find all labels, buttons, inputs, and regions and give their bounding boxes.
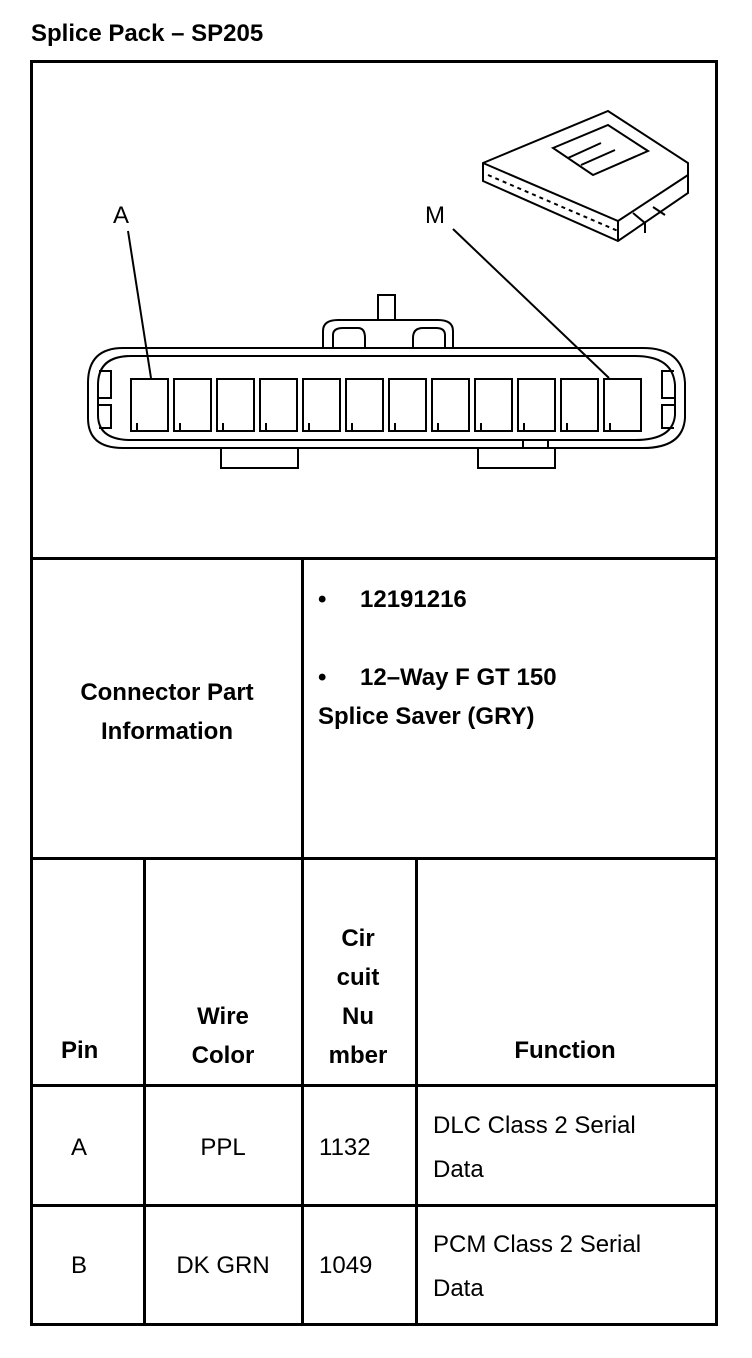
header-wire-color: Wire Color [191, 1003, 255, 1069]
connector-cavity [517, 378, 556, 432]
pin-a-leader [127, 230, 152, 379]
connector-cavity [431, 378, 470, 432]
connector-description: •12–Way F GT 150 [318, 658, 557, 697]
divider [143, 857, 146, 1326]
connector-cavity [388, 378, 427, 432]
connector-table: A M Connector Part Information •12191216… [30, 60, 718, 1326]
pin-m-label: M [425, 202, 445, 229]
part-info-values: •12191216 •12–Way F GT 150 Splice Saver … [318, 580, 557, 736]
header-function: Function [514, 1037, 616, 1064]
connector-cavity [302, 378, 341, 432]
connector-diagram: A M [87, 109, 689, 469]
pin-a-label: A [113, 202, 129, 229]
divider [33, 1084, 715, 1087]
table-row-pin: A [71, 1134, 88, 1161]
divider [33, 1204, 715, 1207]
bullet-icon: • [318, 664, 327, 691]
table-row-circuit: 1049 [319, 1252, 373, 1279]
divider [301, 557, 304, 857]
divider [33, 857, 715, 860]
header-circuit-number: Cir cuit Nu mber [328, 925, 388, 1069]
table-row-color: DK GRN [176, 1252, 270, 1279]
bullet-icon: • [318, 586, 327, 613]
connector-face [87, 294, 686, 469]
table-row-color: PPL [200, 1134, 246, 1161]
connector-cavity [345, 378, 384, 432]
divider [301, 857, 304, 1326]
table-row-circuit: 1132 [319, 1134, 371, 1161]
connector-cavity [216, 378, 255, 432]
connector-cavity [259, 378, 298, 432]
table-row-function: DLC Class 2 Serial Data [433, 1112, 636, 1183]
pin-m-leader [452, 228, 610, 379]
connector-cavity [603, 378, 642, 432]
table-row-pin: B [71, 1252, 88, 1279]
page-title: Splice Pack – SP205 [31, 20, 264, 47]
connector-cavity [130, 378, 169, 432]
table-row-function: PCM Class 2 Serial Data [433, 1231, 642, 1302]
part-number: •12191216 [318, 580, 557, 619]
connector-cavity [173, 378, 212, 432]
connector-cavities [130, 378, 642, 432]
connector-cavity [560, 378, 599, 432]
divider [33, 557, 715, 560]
header-pin: Pin [61, 1037, 99, 1064]
connector-isometric-icon [482, 109, 689, 243]
divider [415, 857, 418, 1326]
connector-cavity [474, 378, 513, 432]
part-info-label: Connector Part Information [80, 679, 254, 745]
